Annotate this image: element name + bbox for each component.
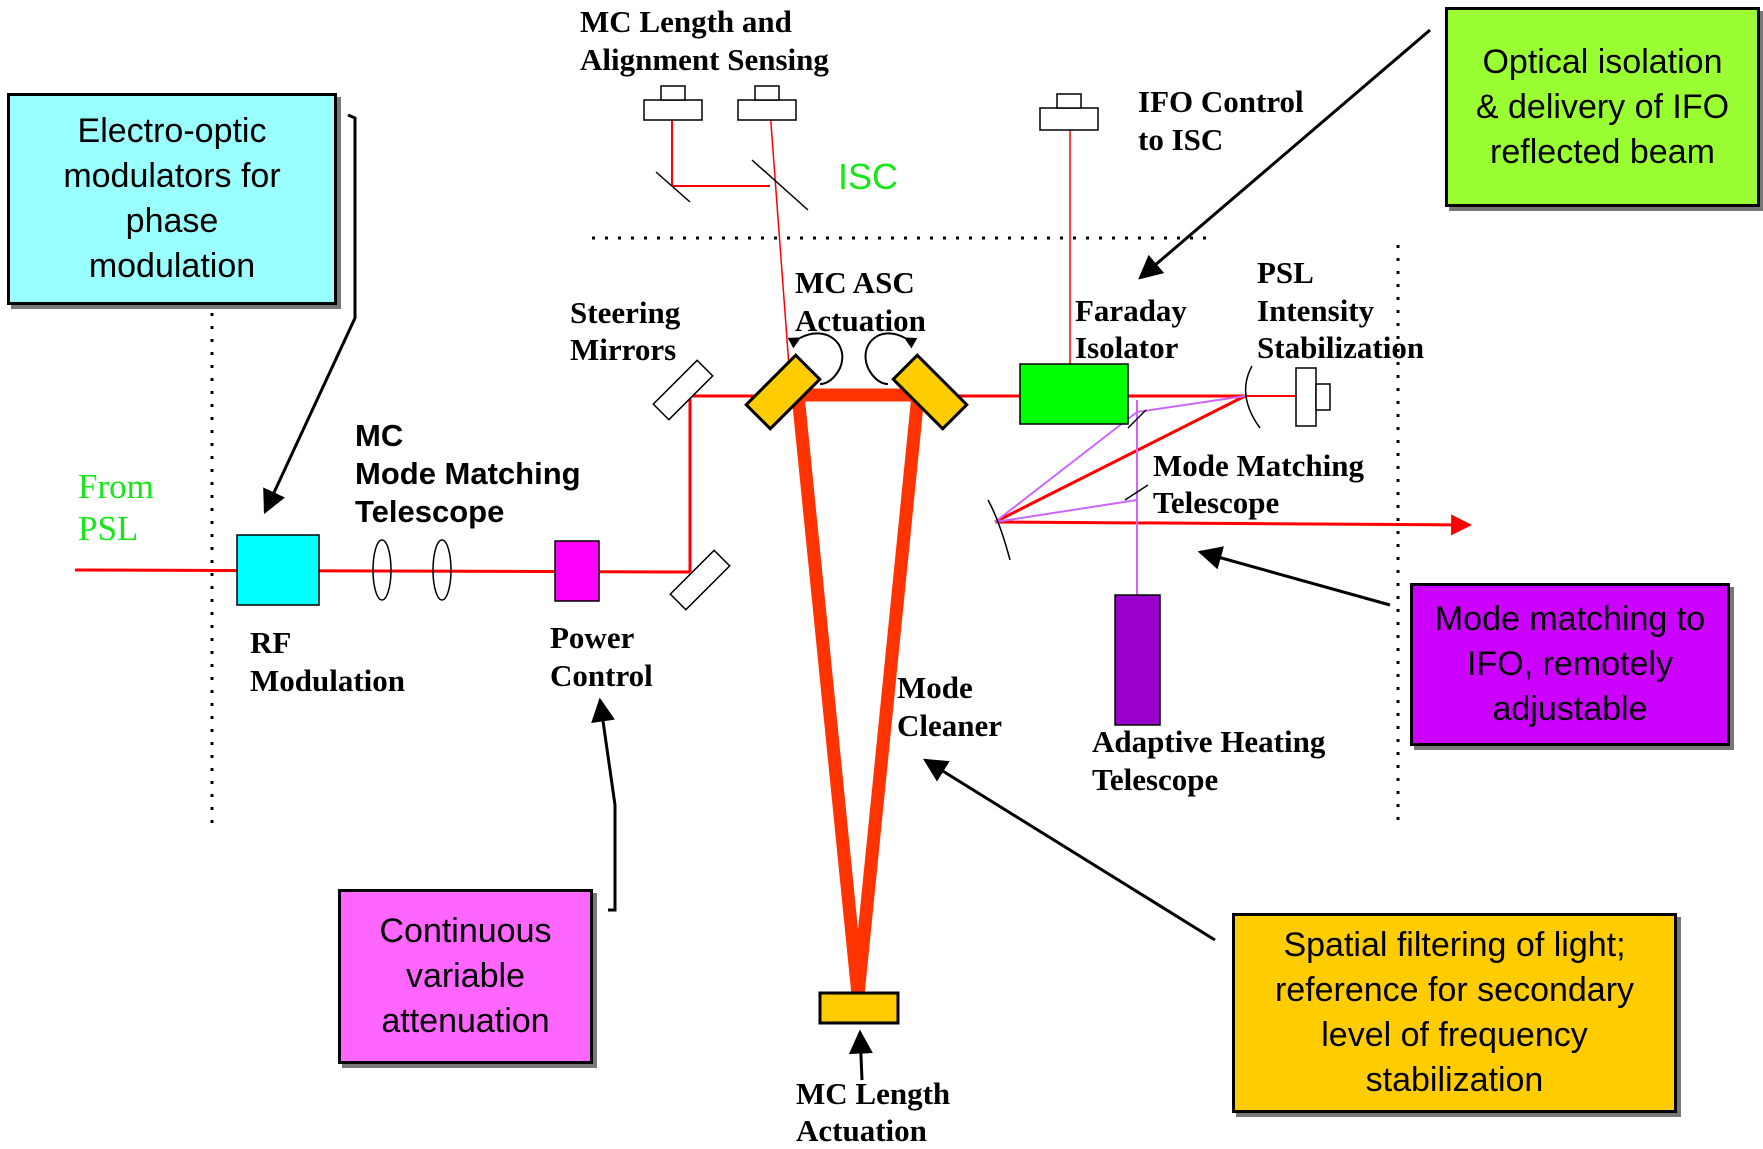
eom-note: Electro-optic modulators for phase modul… bbox=[7, 93, 337, 305]
mc-mode-matching-label: MC Mode Matching Telescope bbox=[355, 418, 589, 529]
mode-matching-ifo-note: Mode matching to IFO, remotely adjustabl… bbox=[1410, 583, 1730, 746]
from-psl-label: From PSL bbox=[78, 467, 163, 548]
isc-beamsplitter-2 bbox=[751, 159, 809, 211]
steering-mirror-lower bbox=[669, 549, 731, 611]
mc-asc-actuation-label: MC ASC Actuation bbox=[795, 265, 926, 338]
mc-end-mirror bbox=[818, 991, 900, 1025]
psl-curved-mirror bbox=[1244, 365, 1261, 429]
mode-cleaner-label: Mode Cleaner bbox=[897, 670, 1002, 743]
ifo-control-photodetector bbox=[1039, 93, 1099, 131]
isc-beamsplitter-1 bbox=[655, 171, 691, 203]
mode-matching-telescope-label: Mode Matching Telescope bbox=[1153, 448, 1372, 520]
mode-matching-callout-arrow bbox=[1197, 546, 1391, 607]
isc-label: ISC bbox=[838, 156, 898, 197]
adaptive-heating-laser bbox=[1114, 594, 1161, 726]
steering-mirrors-label: Steering Mirrors bbox=[570, 295, 688, 367]
optical-isolation-note: Optical isolation & delivery of IFO refl… bbox=[1445, 7, 1760, 207]
mc-input-mirror bbox=[744, 353, 822, 431]
heating-beam-diagonal bbox=[994, 411, 1138, 523]
adaptive-heating-label: Adaptive Heating Telescope bbox=[1092, 724, 1333, 797]
rf-modulation-label: RF Modulation bbox=[250, 625, 405, 698]
isc-photodetector-1 bbox=[643, 85, 703, 121]
asc-pickoff-beam bbox=[769, 109, 791, 381]
psl-intensity-label: PSL Intensity Stabilization bbox=[1257, 255, 1424, 365]
isc-photodetector-2 bbox=[737, 85, 797, 121]
continuous-attenuation-note: Continuous variable attenuation bbox=[338, 889, 593, 1064]
mode-cleaner-beam bbox=[790, 388, 926, 996]
mmt-splitter-1 bbox=[1127, 409, 1147, 429]
spatial-filtering-note: Spatial filtering of light; reference fo… bbox=[1232, 913, 1677, 1113]
psl-intensity-photodetector bbox=[1295, 367, 1331, 427]
power-control-label: Power Control bbox=[550, 620, 653, 693]
heating-beam-upper bbox=[1136, 395, 1246, 413]
mc-output-mirror bbox=[891, 353, 969, 431]
heating-beam-lower bbox=[994, 499, 1138, 523]
mc-length-actuation-label: MC Length Actuation bbox=[796, 1076, 958, 1148]
mmt-beam-1 bbox=[994, 394, 1246, 524]
mmt-lens-2 bbox=[432, 539, 452, 601]
faraday-isolator-label: Faraday Isolator bbox=[1075, 293, 1195, 365]
rf-modulator bbox=[236, 534, 320, 606]
mmt-splitter-2 bbox=[1124, 484, 1149, 501]
mmt-lens-1 bbox=[372, 539, 392, 601]
spatial-filtering-callout-arrow bbox=[922, 758, 1216, 942]
power-control-attenuator bbox=[554, 540, 600, 602]
mc-length-alignment-label: MC Length and Alignment Sensing bbox=[580, 4, 829, 77]
ifo-control-label: IFO Control to ISC bbox=[1138, 84, 1311, 157]
optical-isolation-callout-arrow bbox=[1138, 28, 1431, 280]
asc-actuation-arrow-left bbox=[787, 332, 844, 385]
faraday-isolator bbox=[1019, 363, 1129, 425]
ifo-output-beam bbox=[994, 514, 1473, 536]
eom-callout-arrow bbox=[263, 113, 357, 515]
attenuation-callout-arrow bbox=[591, 697, 617, 912]
asc-actuation-arrow-right bbox=[864, 332, 918, 385]
steering-mirror-upper bbox=[652, 359, 714, 421]
mmt-curved-mirror bbox=[987, 499, 1011, 561]
mc-length-actuation-arrow bbox=[848, 1029, 873, 1081]
